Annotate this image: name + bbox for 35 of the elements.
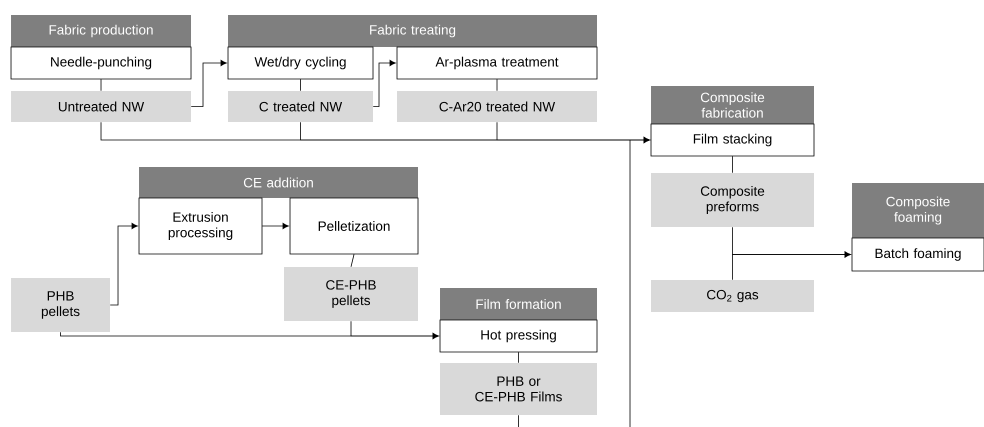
arrow xyxy=(190,60,227,107)
connector-line xyxy=(732,156,733,174)
process-box: Film stacking xyxy=(650,124,814,156)
connector-line xyxy=(300,79,301,92)
output-box: PHB pellets xyxy=(11,278,110,332)
arrow xyxy=(262,222,289,230)
process-box: Pelletization xyxy=(290,198,418,254)
stage-header: Composite fabrication xyxy=(651,86,814,124)
process-box: Batch foaming xyxy=(852,238,984,272)
arrow xyxy=(110,222,138,306)
process-box: Ar-plasma treatment xyxy=(396,46,598,80)
stage-header: Composite foaming xyxy=(852,183,984,238)
process-box: Needle-punching xyxy=(10,46,192,80)
output-box: CO$_{2}$ gas xyxy=(651,280,814,312)
output-box: PHB or CE-PHB Films xyxy=(440,363,597,415)
output-box: C treated NW xyxy=(228,91,373,122)
arrow xyxy=(350,320,439,340)
connector-line xyxy=(518,352,519,364)
output-box: C-Ar20 treated NW xyxy=(397,91,597,122)
stage-header: Fabric treating xyxy=(228,15,597,47)
process-box: Hot pressing xyxy=(440,320,598,352)
connector-line xyxy=(496,79,498,92)
output-box: Composite preforms xyxy=(651,173,814,227)
stage-header: Fabric production xyxy=(11,15,191,47)
process-box: Extrusion processing xyxy=(138,198,262,254)
connector-line xyxy=(100,79,102,92)
output-box: Untreated NW xyxy=(11,91,191,122)
arrow xyxy=(732,251,851,280)
output-box: CE-PHB pellets xyxy=(284,267,418,321)
connector-line xyxy=(350,254,354,268)
arrow xyxy=(372,60,396,107)
stage-header: CE addition xyxy=(139,167,418,198)
arrow xyxy=(518,136,650,427)
process-box: Wet/dry cycling xyxy=(228,46,374,80)
stage-header: Film formation xyxy=(440,288,597,320)
